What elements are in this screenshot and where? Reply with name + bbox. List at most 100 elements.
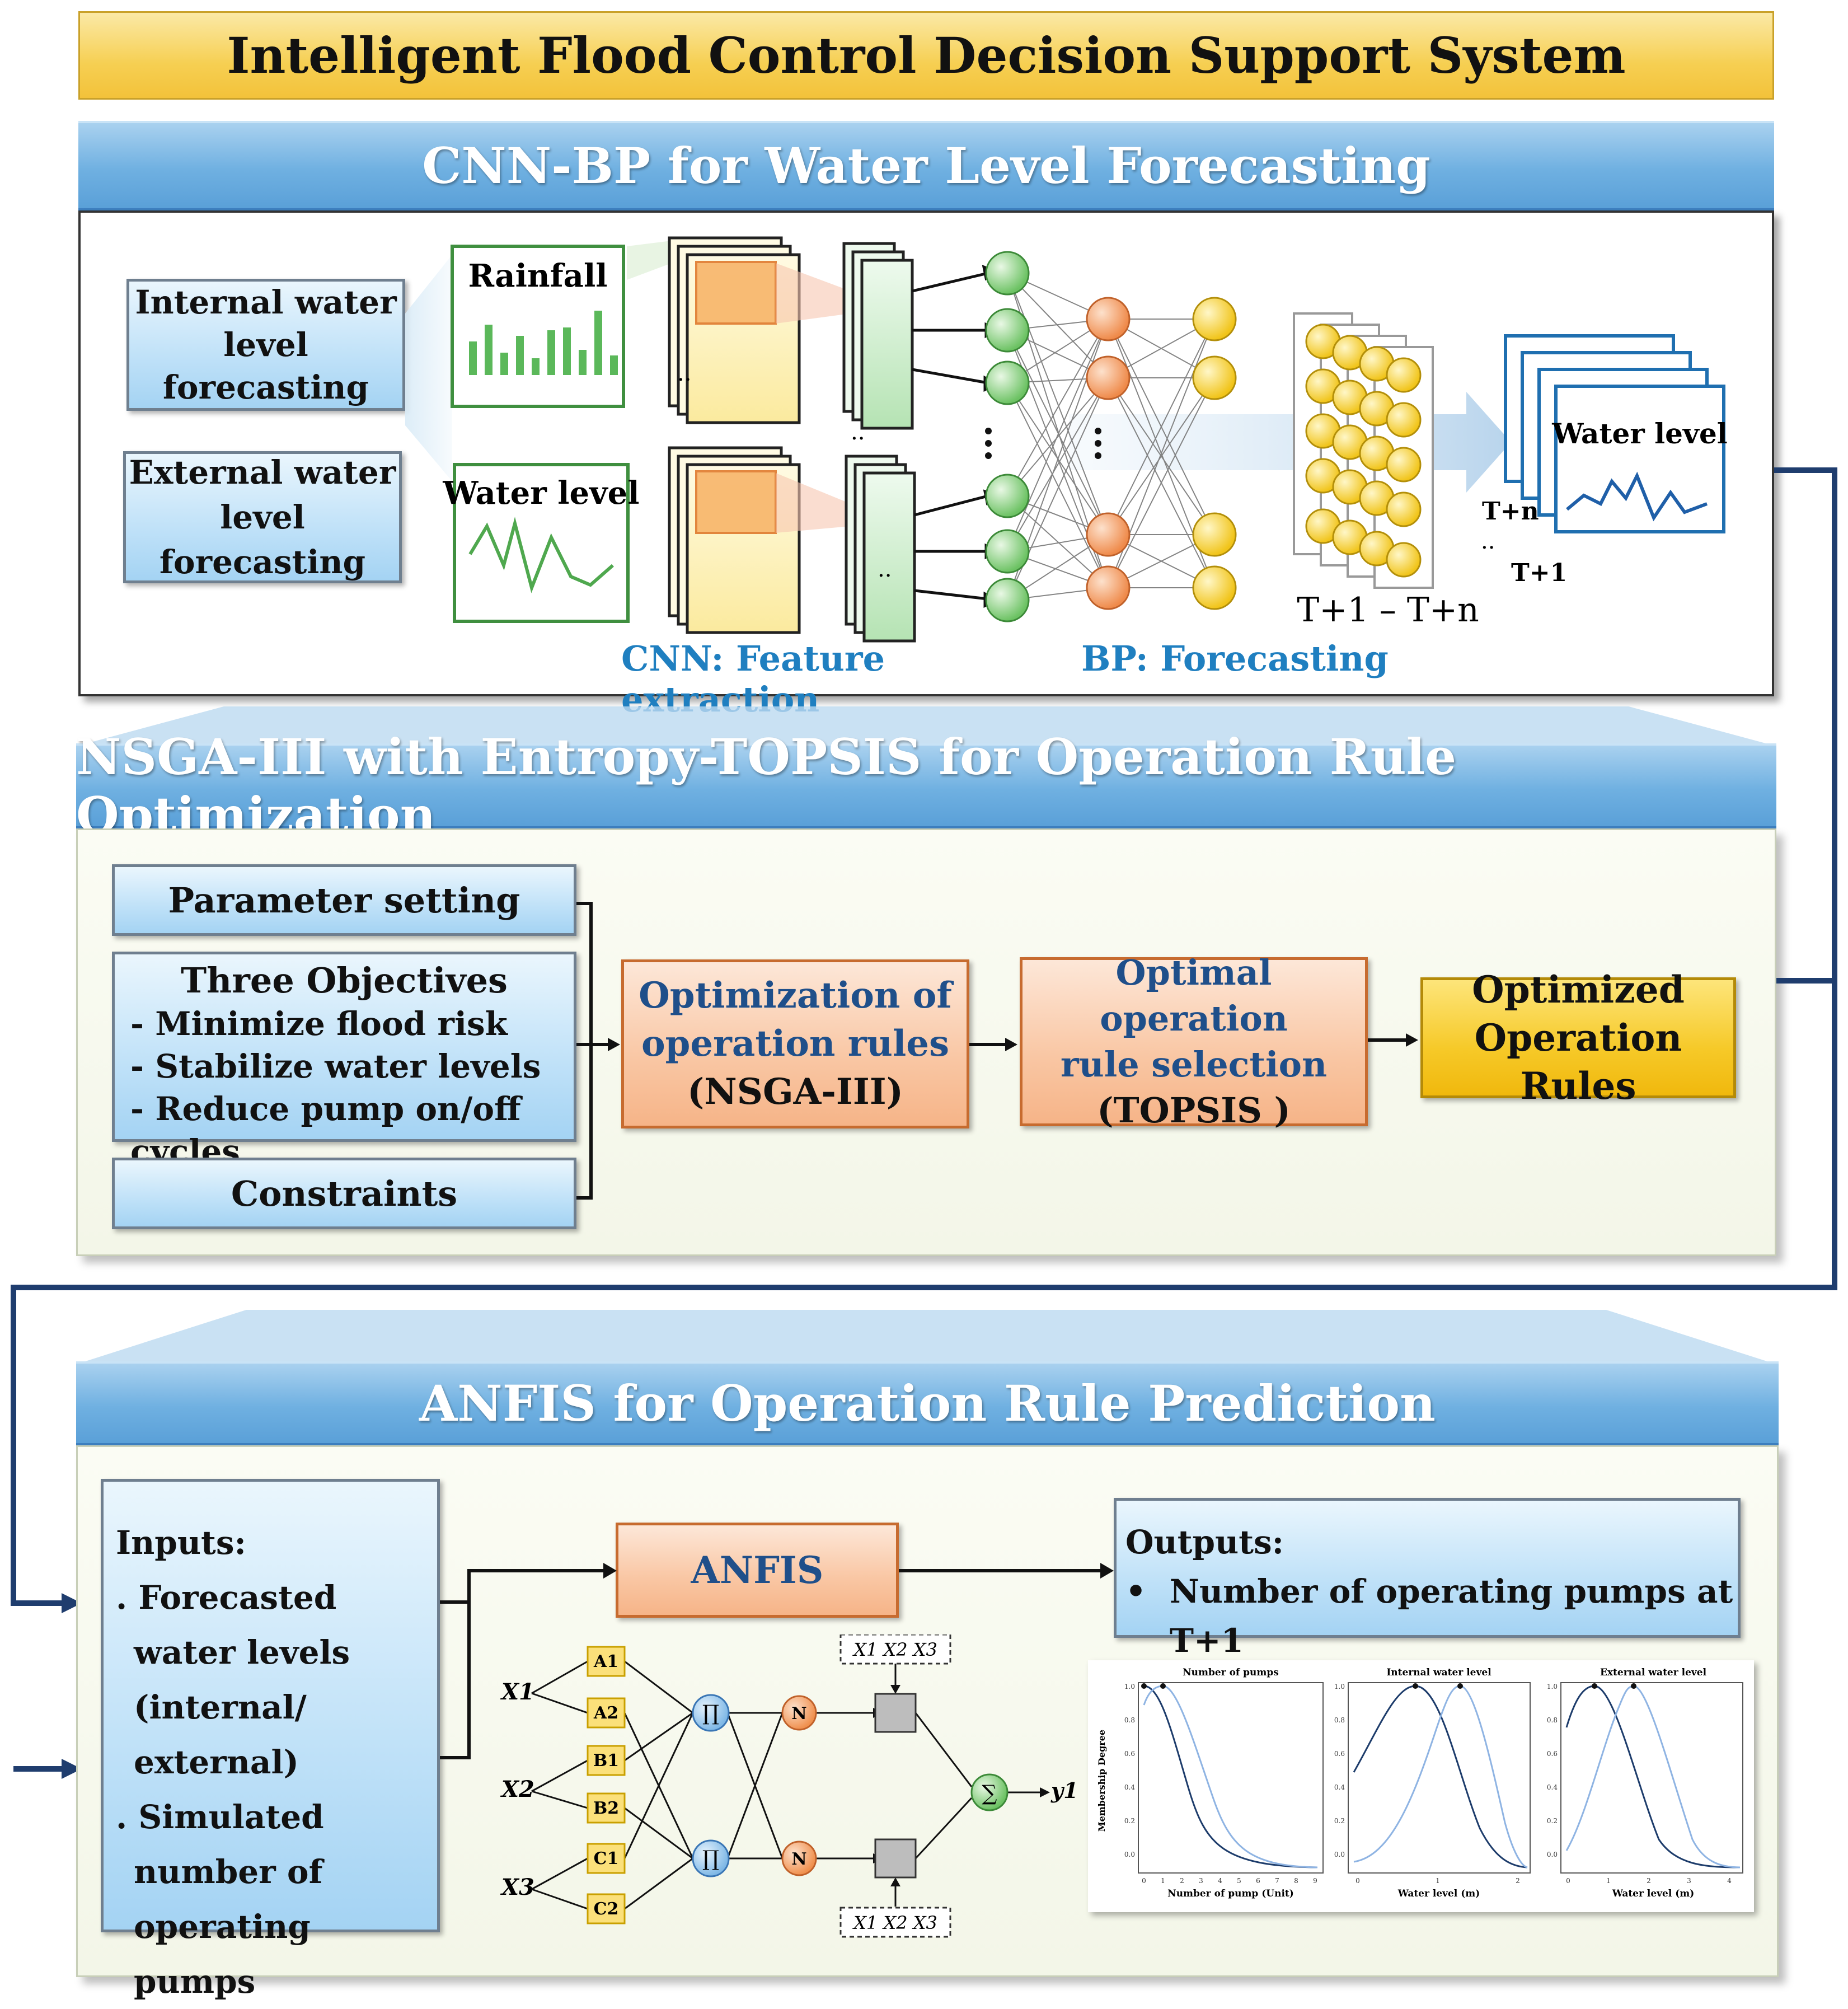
xt2-0: 0 — [1355, 1877, 1360, 1885]
sel-line2: rule selection — [1060, 1044, 1328, 1085]
xt3-1: 1 — [1606, 1877, 1611, 1885]
xt1-2: 2 — [1180, 1877, 1184, 1885]
ytick-1c: 0.6 — [1124, 1750, 1135, 1758]
input-line-1: . Forecasted — [116, 1579, 337, 1617]
xt3-2: 2 — [1647, 1877, 1651, 1885]
fm-dots-1: .. — [677, 360, 691, 386]
section3-wedge — [78, 1310, 1774, 1364]
x3-label: X3 — [500, 1874, 534, 1900]
input-line-4: . Simulated — [116, 1798, 324, 1836]
mf-charts: Number of pumps Internal water level Ext… — [1096, 1667, 1743, 1899]
xt3-4: 4 — [1727, 1877, 1732, 1885]
xt1-6: 6 — [1256, 1877, 1260, 1885]
fm-dots-2: .. — [851, 419, 865, 445]
outputs-title: Outputs: — [1125, 1523, 1284, 1561]
section2-wedge — [78, 706, 1774, 746]
ytick-1e: 0.2 — [1124, 1817, 1135, 1825]
prod-node-1: ∏ — [702, 1701, 719, 1725]
nsga-optimization-box: Optimization of operation rules (NSGA-II… — [621, 959, 969, 1128]
xt1-8: 8 — [1294, 1877, 1298, 1885]
topsis-selection-box: Optimal operation rule selection (TOPSIS… — [1020, 952, 1368, 1131]
xt1-4: 4 — [1218, 1877, 1222, 1885]
opt-line1: Optimization of — [639, 975, 952, 1017]
ytick-1d: 0.4 — [1124, 1783, 1135, 1791]
opt-line2: operation rules — [641, 1023, 950, 1065]
ytick-1b: 0.8 — [1124, 1716, 1135, 1724]
mf-b2: B2 — [593, 1799, 619, 1818]
ytick-2a: 1.0 — [1334, 1683, 1345, 1690]
xt2-1: 1 — [1436, 1877, 1440, 1885]
mf-a1: A1 — [593, 1652, 618, 1671]
waterlevel-label: Water level — [442, 475, 639, 512]
bp-caption: BP: Forecasting — [1081, 638, 1389, 679]
xt1-3: 3 — [1199, 1877, 1203, 1885]
external-water-level-box: External water level forecasting — [123, 451, 402, 583]
bullet-icon: • — [1125, 1572, 1147, 1610]
xt1-5: 5 — [1237, 1877, 1241, 1885]
mf1-curve-2 — [1143, 1685, 1318, 1868]
ytick-3f: 0.0 — [1547, 1851, 1558, 1858]
mf-c1: C1 — [594, 1849, 619, 1868]
mf-a2: A2 — [593, 1703, 618, 1723]
ytick-1a: 1.0 — [1124, 1683, 1135, 1690]
objective-3: - Reduce pump on/off cycles — [130, 1090, 521, 1170]
output-waterlevel-label: Water level — [1551, 417, 1728, 450]
xt1-9: 9 — [1313, 1877, 1317, 1885]
ytick-2c: 0.6 — [1334, 1750, 1345, 1758]
opt-line3: (NSGA-III) — [687, 1071, 903, 1113]
three-objectives-box: Three Objectives - Minimize flood risk -… — [112, 952, 576, 1170]
external-line1: External water — [129, 453, 396, 491]
mf-c2: C2 — [594, 1899, 619, 1919]
ytick-3e: 0.2 — [1547, 1817, 1558, 1825]
ytick-2e: 0.2 — [1334, 1817, 1345, 1825]
mf-ylabel: Membership Degree — [1096, 1730, 1107, 1832]
ytick-3a: 1.0 — [1547, 1683, 1558, 1690]
mf2-title: Internal water level — [1386, 1667, 1491, 1678]
out-dots: .. — [1481, 528, 1495, 554]
xt1-7: 7 — [1275, 1877, 1279, 1885]
mf3-xlabel: Water level (m) — [1612, 1888, 1695, 1899]
mf2-xlabel: Water level (m) — [1397, 1888, 1480, 1899]
mf1-title: Number of pumps — [1183, 1667, 1279, 1678]
xt1-1: 1 — [1161, 1877, 1165, 1885]
xt3-0: 0 — [1566, 1877, 1570, 1885]
page-title: Intelligent Flood Control Decision Suppo… — [78, 11, 1774, 100]
mf3-curve-1 — [1565, 1685, 1741, 1868]
mf1-curve-1 — [1143, 1685, 1318, 1868]
mf1-xlabel: Number of pump (Unit) — [1167, 1888, 1294, 1899]
input-line-3: (internal/ external) — [134, 1688, 307, 1781]
x1-label: X1 — [500, 1679, 534, 1705]
x2-label: X2 — [500, 1776, 534, 1802]
section3-header: ANFIS for Operation Rule Prediction — [76, 1361, 1779, 1445]
mf2-curve-1 — [1353, 1685, 1528, 1868]
norm-node-1: N — [791, 1704, 806, 1724]
sel-line1: Optimal operation — [1100, 952, 1288, 1039]
input-line-2: water levels — [134, 1633, 350, 1671]
xt2-2: 2 — [1516, 1877, 1520, 1885]
constraints-box: Constraints — [112, 1158, 576, 1229]
inputs-title: Inputs: — [116, 1524, 246, 1562]
cnn-bp-diagram: Rainfall Water level .. .. .. — [405, 236, 1728, 643]
ytick-3d: 0.4 — [1547, 1783, 1558, 1791]
ytick-3c: 0.6 — [1547, 1750, 1558, 1758]
result-line1: Optimized — [1472, 968, 1685, 1011]
ytick-2d: 0.4 — [1334, 1783, 1345, 1791]
objective-2: - Stabilize water levels — [130, 1047, 541, 1085]
input-line-5: number of — [134, 1853, 323, 1891]
horizon-label: T+1 – T+n — [1297, 591, 1479, 630]
consequent-bottom: X1 X2 X3 — [852, 1912, 937, 1933]
anfis-network-diagram: X1 X2 X3 A1 A2 B1 B2 C1 C2 ∏ — [500, 1635, 1078, 1938]
t1-label: T+1 — [1511, 559, 1567, 587]
ytick-3b: 0.8 — [1547, 1716, 1558, 1724]
section1-header: CNN-BP for Water Level Forecasting — [78, 121, 1774, 210]
consequent-top: X1 X2 X3 — [852, 1639, 937, 1660]
anfis-outputs-box: Outputs: • Number of operating pumps at … — [1114, 1498, 1741, 1660]
outputs-item: Number of operating pumps at T+1 — [1169, 1572, 1733, 1660]
parameter-setting-box: Parameter setting — [112, 864, 576, 936]
xt3-3: 3 — [1687, 1877, 1691, 1885]
anfis-box: ANFIS — [616, 1523, 899, 1618]
fm-dots-3: .. — [878, 556, 892, 582]
mf3-curve-2 — [1565, 1685, 1741, 1868]
internal-line2: level forecasting — [162, 326, 369, 406]
